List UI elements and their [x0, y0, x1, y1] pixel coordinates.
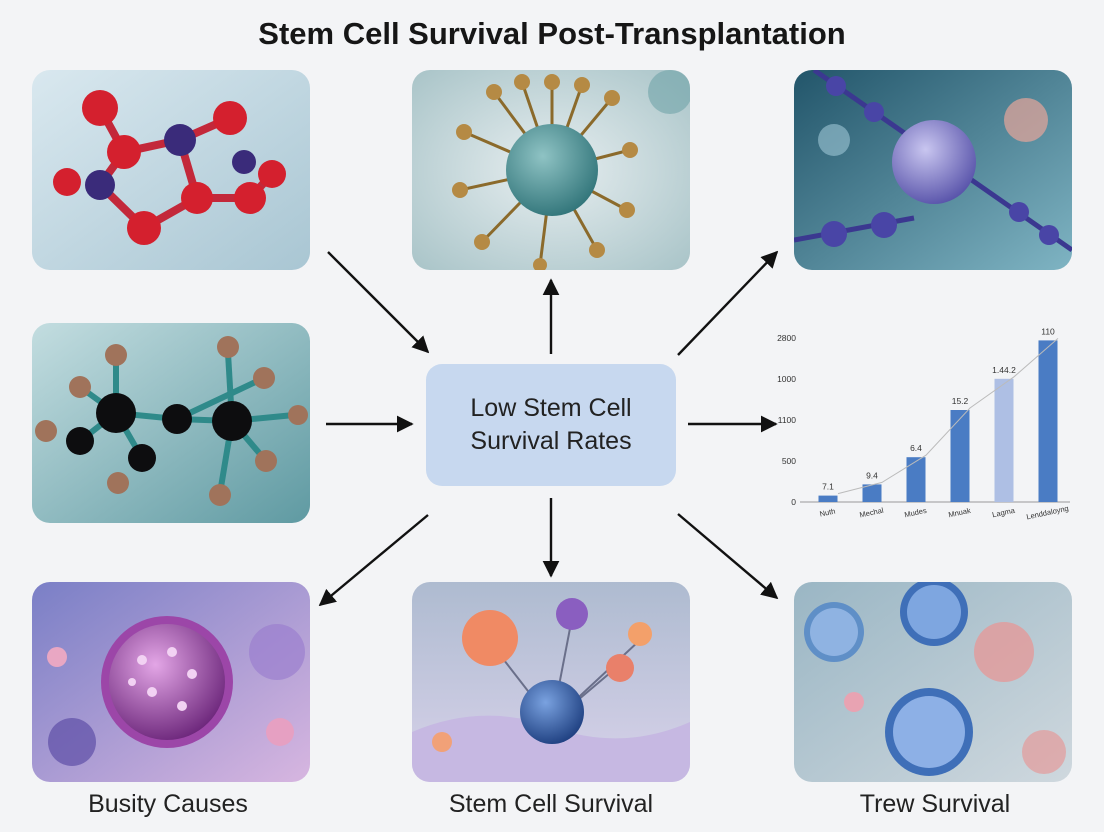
data-label: 9.4: [866, 470, 878, 480]
x-tick-label: Lenddaloyng: [1026, 504, 1070, 522]
arrow-to-top-right: [677, 250, 779, 356]
center-box: Low Stem Cell Survival Rates: [426, 364, 676, 486]
chart-bar: [994, 378, 1014, 502]
trend-line: [837, 338, 1059, 495]
diagram-title: Stem Cell Survival Post-Transplantation: [258, 16, 846, 51]
molecule-red-image: [32, 70, 310, 270]
spiked-cell-image: [412, 70, 690, 270]
data-label: 15.2: [952, 396, 969, 406]
y-tick-label: 1100: [778, 415, 797, 425]
chart-bar: [906, 457, 926, 502]
data-label: 6.4: [910, 443, 922, 453]
y-tick-label: 0: [791, 497, 796, 507]
x-tick-label: Mechal: [859, 506, 885, 520]
caption-right: Trew Survival: [859, 790, 1011, 818]
stem-cell-spheres-image: [412, 582, 690, 782]
blue-cell-chain-image: [794, 70, 1072, 270]
y-tick-label: 2800: [777, 333, 796, 343]
chart-bar: [1038, 340, 1058, 502]
x-tick-label: Mnuak: [948, 506, 972, 520]
arrow-to-bottom-right: [677, 513, 779, 600]
caption-middle: Stem Cell Survival: [448, 790, 654, 818]
arrow-from-top-left: [327, 251, 430, 354]
y-tick-label: 1000: [777, 374, 796, 384]
x-tick-label: Lagma: [991, 506, 1016, 520]
data-label: 7.1: [822, 482, 834, 492]
chart-bar: [818, 495, 838, 502]
blue-virus-cluster-image: [794, 582, 1072, 782]
molecule-black-image: [32, 323, 310, 523]
chart-bar: [950, 410, 970, 502]
center-line-2: Survival Rates: [470, 427, 632, 455]
x-tick-label: Nuth: [819, 507, 836, 519]
data-label: 110: [1041, 326, 1055, 336]
caption-left: Busity Causes: [88, 790, 248, 818]
chart-bar: [862, 484, 882, 502]
data-label: 1.44.2: [992, 365, 1016, 375]
y-tick-label: 500: [782, 456, 796, 466]
x-tick-label: Mudes: [904, 506, 928, 520]
arrow-to-bottom-left: [318, 514, 429, 607]
center-line-1: Low Stem Cell: [470, 394, 632, 422]
purple-virus-image: [32, 582, 310, 782]
